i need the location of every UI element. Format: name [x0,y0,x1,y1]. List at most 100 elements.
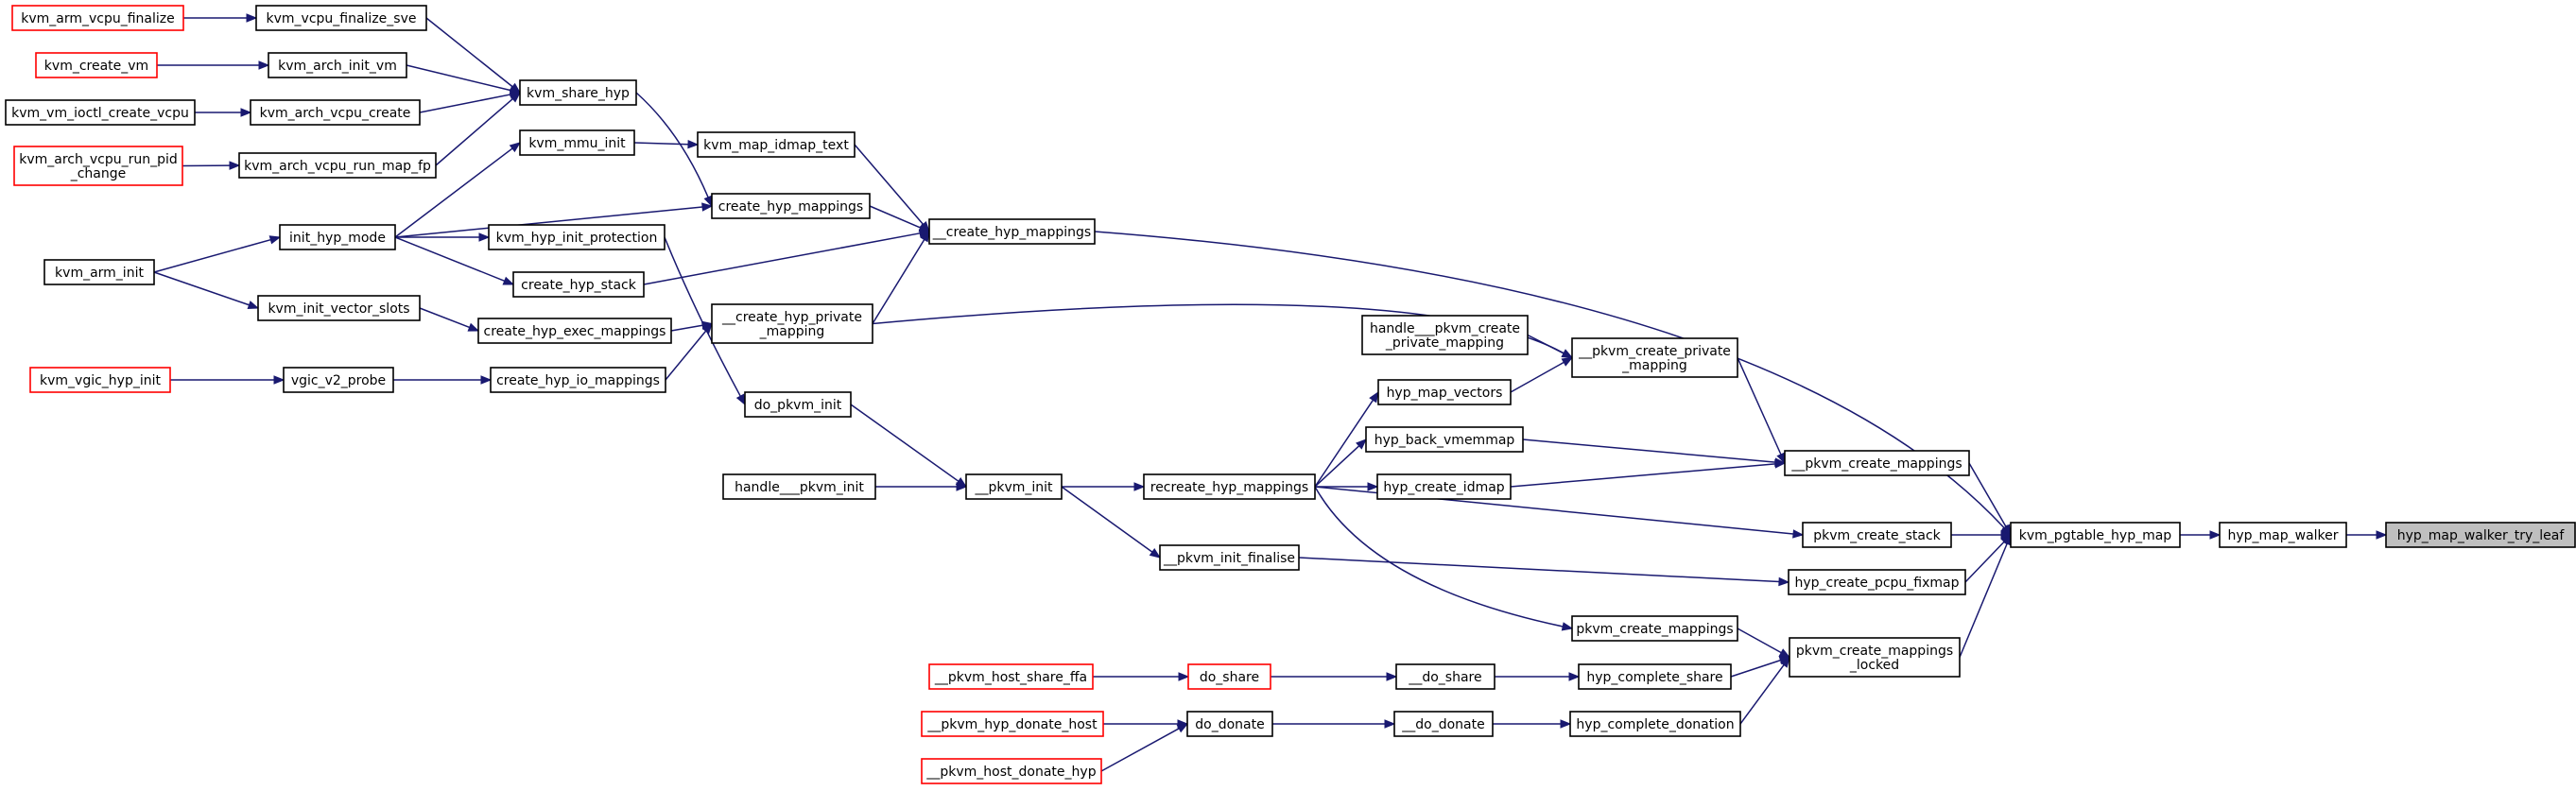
node-box[interactable] [1361,315,1529,355]
node-box[interactable] [697,131,856,158]
node-hyp-map-walker-try-leaf[interactable]: hyp_map_walker_try_leaf [2385,522,2576,548]
node-box[interactable] [2385,522,2576,548]
node-box[interactable] [238,152,437,179]
node-do-donate[interactable]: do_donate [1186,711,1273,737]
node-kvm-arm-init[interactable]: kvm_arm_init [43,259,155,285]
node-pkvm-create-mappings[interactable]: __pkvm_create_mappings [1784,450,1970,476]
node-create-hyp-mappings[interactable]: create_hyp_mappings [711,193,871,219]
node-box[interactable] [722,473,876,500]
node-box[interactable] [13,146,183,186]
node-box[interactable] [5,99,196,126]
node-box[interactable] [1186,711,1273,737]
node-box[interactable] [921,758,1102,784]
node-kvm-pgtable-hyp-map[interactable]: kvm_pgtable_hyp_map [2010,522,2181,548]
node-box[interactable] [965,473,1063,500]
node-kvm-arm-vcpu-finalize[interactable]: kvm_arm_vcpu_finalize [11,5,184,31]
node-box[interactable] [1365,426,1524,453]
node-box[interactable] [1571,337,1738,378]
node-box[interactable] [921,711,1104,737]
node-box[interactable] [1393,711,1494,737]
node-pkvm-init[interactable]: __pkvm_init [965,473,1063,500]
node-kvm-init-vector-slots[interactable]: kvm_init_vector_slots [257,295,421,321]
node-box[interactable] [43,259,155,285]
node-hyp-back-vmemmap[interactable]: hyp_back_vmemmap [1365,426,1524,453]
node-box[interactable] [29,367,171,393]
node-hyp-map-vectors[interactable]: hyp_map_vectors [1377,379,1512,405]
node-box[interactable] [255,5,427,31]
node-kvm-create-vm[interactable]: kvm_create_vm [35,52,158,78]
node-box[interactable] [257,295,421,321]
node-box[interactable] [283,367,394,393]
node-box[interactable] [928,218,1096,245]
node-box[interactable] [2219,522,2347,548]
node-box[interactable] [477,318,672,344]
node-pkvm-init-finalise[interactable]: __pkvm_init_finalise [1159,544,1300,571]
node-box[interactable] [268,52,407,78]
node-do-share[interactable]: do_share [1187,663,1271,690]
node-box[interactable] [1143,473,1316,500]
node-box[interactable] [1395,663,1495,690]
node-do-share[interactable]: __do_share [1395,663,1495,690]
node-recreate-hyp-mappings[interactable]: recreate_hyp_mappings [1143,473,1316,500]
node-box[interactable] [279,224,396,250]
node-kvm-share-hyp[interactable]: kvm_share_hyp [519,79,637,106]
node-kvm-arch-vcpu-run-map-fp[interactable]: kvm_arch_vcpu_run_map_fp [238,152,437,179]
node-hyp-create-idmap[interactable]: hyp_create_idmap [1376,473,1512,500]
node-box[interactable] [250,99,421,126]
node-kvm-vgic-hyp-init[interactable]: kvm_vgic_hyp_init [29,367,171,393]
node-create-hyp-mappings[interactable]: __create_hyp_mappings [928,218,1096,245]
node-box[interactable] [1376,473,1512,500]
node-hyp-complete-share[interactable]: hyp_complete_share [1578,663,1732,690]
node-pkvm-host-share-ffa[interactable]: __pkvm_host_share_ffa [928,663,1094,690]
node-box[interactable] [2010,522,2181,548]
node-kvm-arch-vcpu-run-pid-change[interactable]: kvm_arch_vcpu_run_pid_change [13,146,183,186]
node-kvm-mmu-init[interactable]: kvm_mmu_init [519,129,635,156]
node-box[interactable] [1578,663,1732,690]
node-create-hyp-stack[interactable]: create_hyp_stack [512,271,645,298]
node-vgic-v2-probe[interactable]: vgic_v2_probe [283,367,394,393]
node-pkvm-create-stack[interactable]: pkvm_create_stack [1802,522,1952,548]
node-pkvm-create-private-mapping[interactable]: __pkvm_create_private_mapping [1571,337,1738,378]
node-box[interactable] [1187,663,1271,690]
node-hyp-create-pcpu-fixmap[interactable]: hyp_create_pcpu_fixmap [1788,569,1966,595]
node-box[interactable] [11,5,184,31]
node-box[interactable] [512,271,645,298]
node-kvm-hyp-init-protection[interactable]: kvm_hyp_init_protection [488,224,666,250]
node-box[interactable] [35,52,158,78]
node-handle---pkvm-create-private-mapping[interactable]: handle___pkvm_create_private_mapping [1361,315,1529,355]
node-box[interactable] [519,79,637,106]
node-box[interactable] [519,129,635,156]
node-create-hyp-private-mapping[interactable]: __create_hyp_private_mapping [711,303,873,344]
node-box[interactable] [1802,522,1952,548]
node-init-hyp-mode[interactable]: init_hyp_mode [279,224,396,250]
node-box[interactable] [1788,569,1966,595]
node-hyp-complete-donation[interactable]: hyp_complete_donation [1569,711,1741,737]
node-pkvm-create-mappings[interactable]: pkvm_create_mappings [1571,615,1738,642]
node-box[interactable] [488,224,666,250]
node-kvm-arch-vcpu-create[interactable]: kvm_arch_vcpu_create [250,99,421,126]
node-box[interactable] [744,391,852,418]
node-box[interactable] [1789,637,1961,678]
node-box[interactable] [711,193,871,219]
node-pkvm-create-mappings-locked[interactable]: pkvm_create_mappings_locked [1789,637,1961,678]
node-handle---pkvm-init[interactable]: handle___pkvm_init [722,473,876,500]
node-box[interactable] [490,367,666,393]
node-do-donate[interactable]: __do_donate [1393,711,1494,737]
node-box[interactable] [1377,379,1512,405]
node-box[interactable] [711,303,873,344]
node-kvm-vcpu-finalize-sve[interactable]: kvm_vcpu_finalize_sve [255,5,427,31]
node-kvm-map-idmap-text[interactable]: kvm_map_idmap_text [697,131,856,158]
node-box[interactable] [1159,544,1300,571]
node-kvm-arch-init-vm[interactable]: kvm_arch_init_vm [268,52,407,78]
node-hyp-map-walker[interactable]: hyp_map_walker [2219,522,2347,548]
node-pkvm-hyp-donate-host[interactable]: __pkvm_hyp_donate_host [921,711,1104,737]
node-box[interactable] [1569,711,1741,737]
node-box[interactable] [928,663,1094,690]
node-box[interactable] [1571,615,1738,642]
node-do-pkvm-init[interactable]: do_pkvm_init [744,391,852,418]
node-box[interactable] [1784,450,1970,476]
node-pkvm-host-donate-hyp[interactable]: __pkvm_host_donate_hyp [921,758,1102,784]
node-kvm-vm-ioctl-create-vcpu[interactable]: kvm_vm_ioctl_create_vcpu [5,99,196,126]
node-create-hyp-exec-mappings[interactable]: create_hyp_exec_mappings [477,318,672,344]
node-create-hyp-io-mappings[interactable]: create_hyp_io_mappings [490,367,666,393]
